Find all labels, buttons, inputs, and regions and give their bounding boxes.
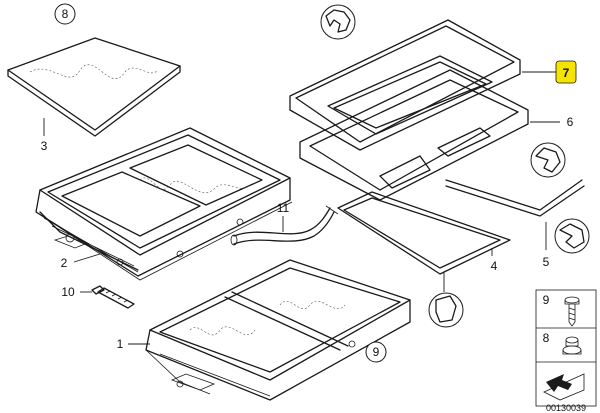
callout-1: 1 — [117, 337, 150, 351]
callout-2-label: 2 — [61, 256, 68, 270]
seal-section-7-icon — [320, 4, 356, 40]
callout-9-label: 9 — [373, 345, 380, 359]
callout-3-label: 3 — [41, 139, 48, 153]
diagram-id: 00130039 — [546, 403, 586, 413]
callout-3: 3 — [41, 118, 48, 153]
part-1-cassette[interactable] — [145, 259, 411, 401]
legend-item-8-label: 8 — [543, 331, 550, 345]
callout-6-label: 6 — [567, 115, 574, 129]
callout-8[interactable]: 8 — [54, 3, 76, 25]
part-4-gasket[interactable] — [337, 191, 511, 275]
part-6-seal-frame[interactable] — [299, 69, 529, 201]
callout-5-label: 5 — [543, 255, 550, 269]
part-11-drain-hose[interactable] — [230, 205, 339, 246]
callout-1-label: 1 — [117, 337, 124, 351]
nut-icon — [562, 336, 582, 355]
seal-section-4-icon — [428, 272, 464, 328]
legend-item-9[interactable]: 9 — [543, 293, 580, 327]
callout-4: 4 — [491, 248, 498, 273]
seal-section-6-icon — [530, 142, 566, 178]
callout-7-label: 7 — [563, 66, 570, 80]
hardware-legend — [535, 289, 597, 407]
bolt-icon — [564, 296, 580, 327]
callout-6: 6 — [530, 115, 574, 129]
callout-5: 5 — [543, 222, 550, 269]
seal-section-5-icon — [554, 218, 590, 254]
callout-2: 2 — [61, 253, 101, 270]
callout-7[interactable]: 7 — [522, 60, 577, 84]
callout-11: 11 — [277, 201, 290, 232]
part-5-strip[interactable] — [445, 179, 585, 217]
callout-10-label: 10 — [61, 285, 75, 299]
callout-9[interactable]: 9 — [365, 341, 387, 363]
part-2-frame[interactable] — [35, 127, 293, 281]
callout-4-label: 4 — [491, 259, 498, 273]
legend-item-9-label: 9 — [543, 293, 550, 307]
callout-10: 10 — [61, 285, 92, 299]
callout-8-label: 8 — [62, 7, 69, 21]
legend-item-8[interactable]: 8 — [543, 331, 582, 355]
callout-11-label: 11 — [277, 201, 290, 215]
arrow-icon — [543, 373, 585, 401]
part-10-screw[interactable] — [91, 285, 135, 309]
part-8-panel[interactable] — [7, 37, 181, 137]
